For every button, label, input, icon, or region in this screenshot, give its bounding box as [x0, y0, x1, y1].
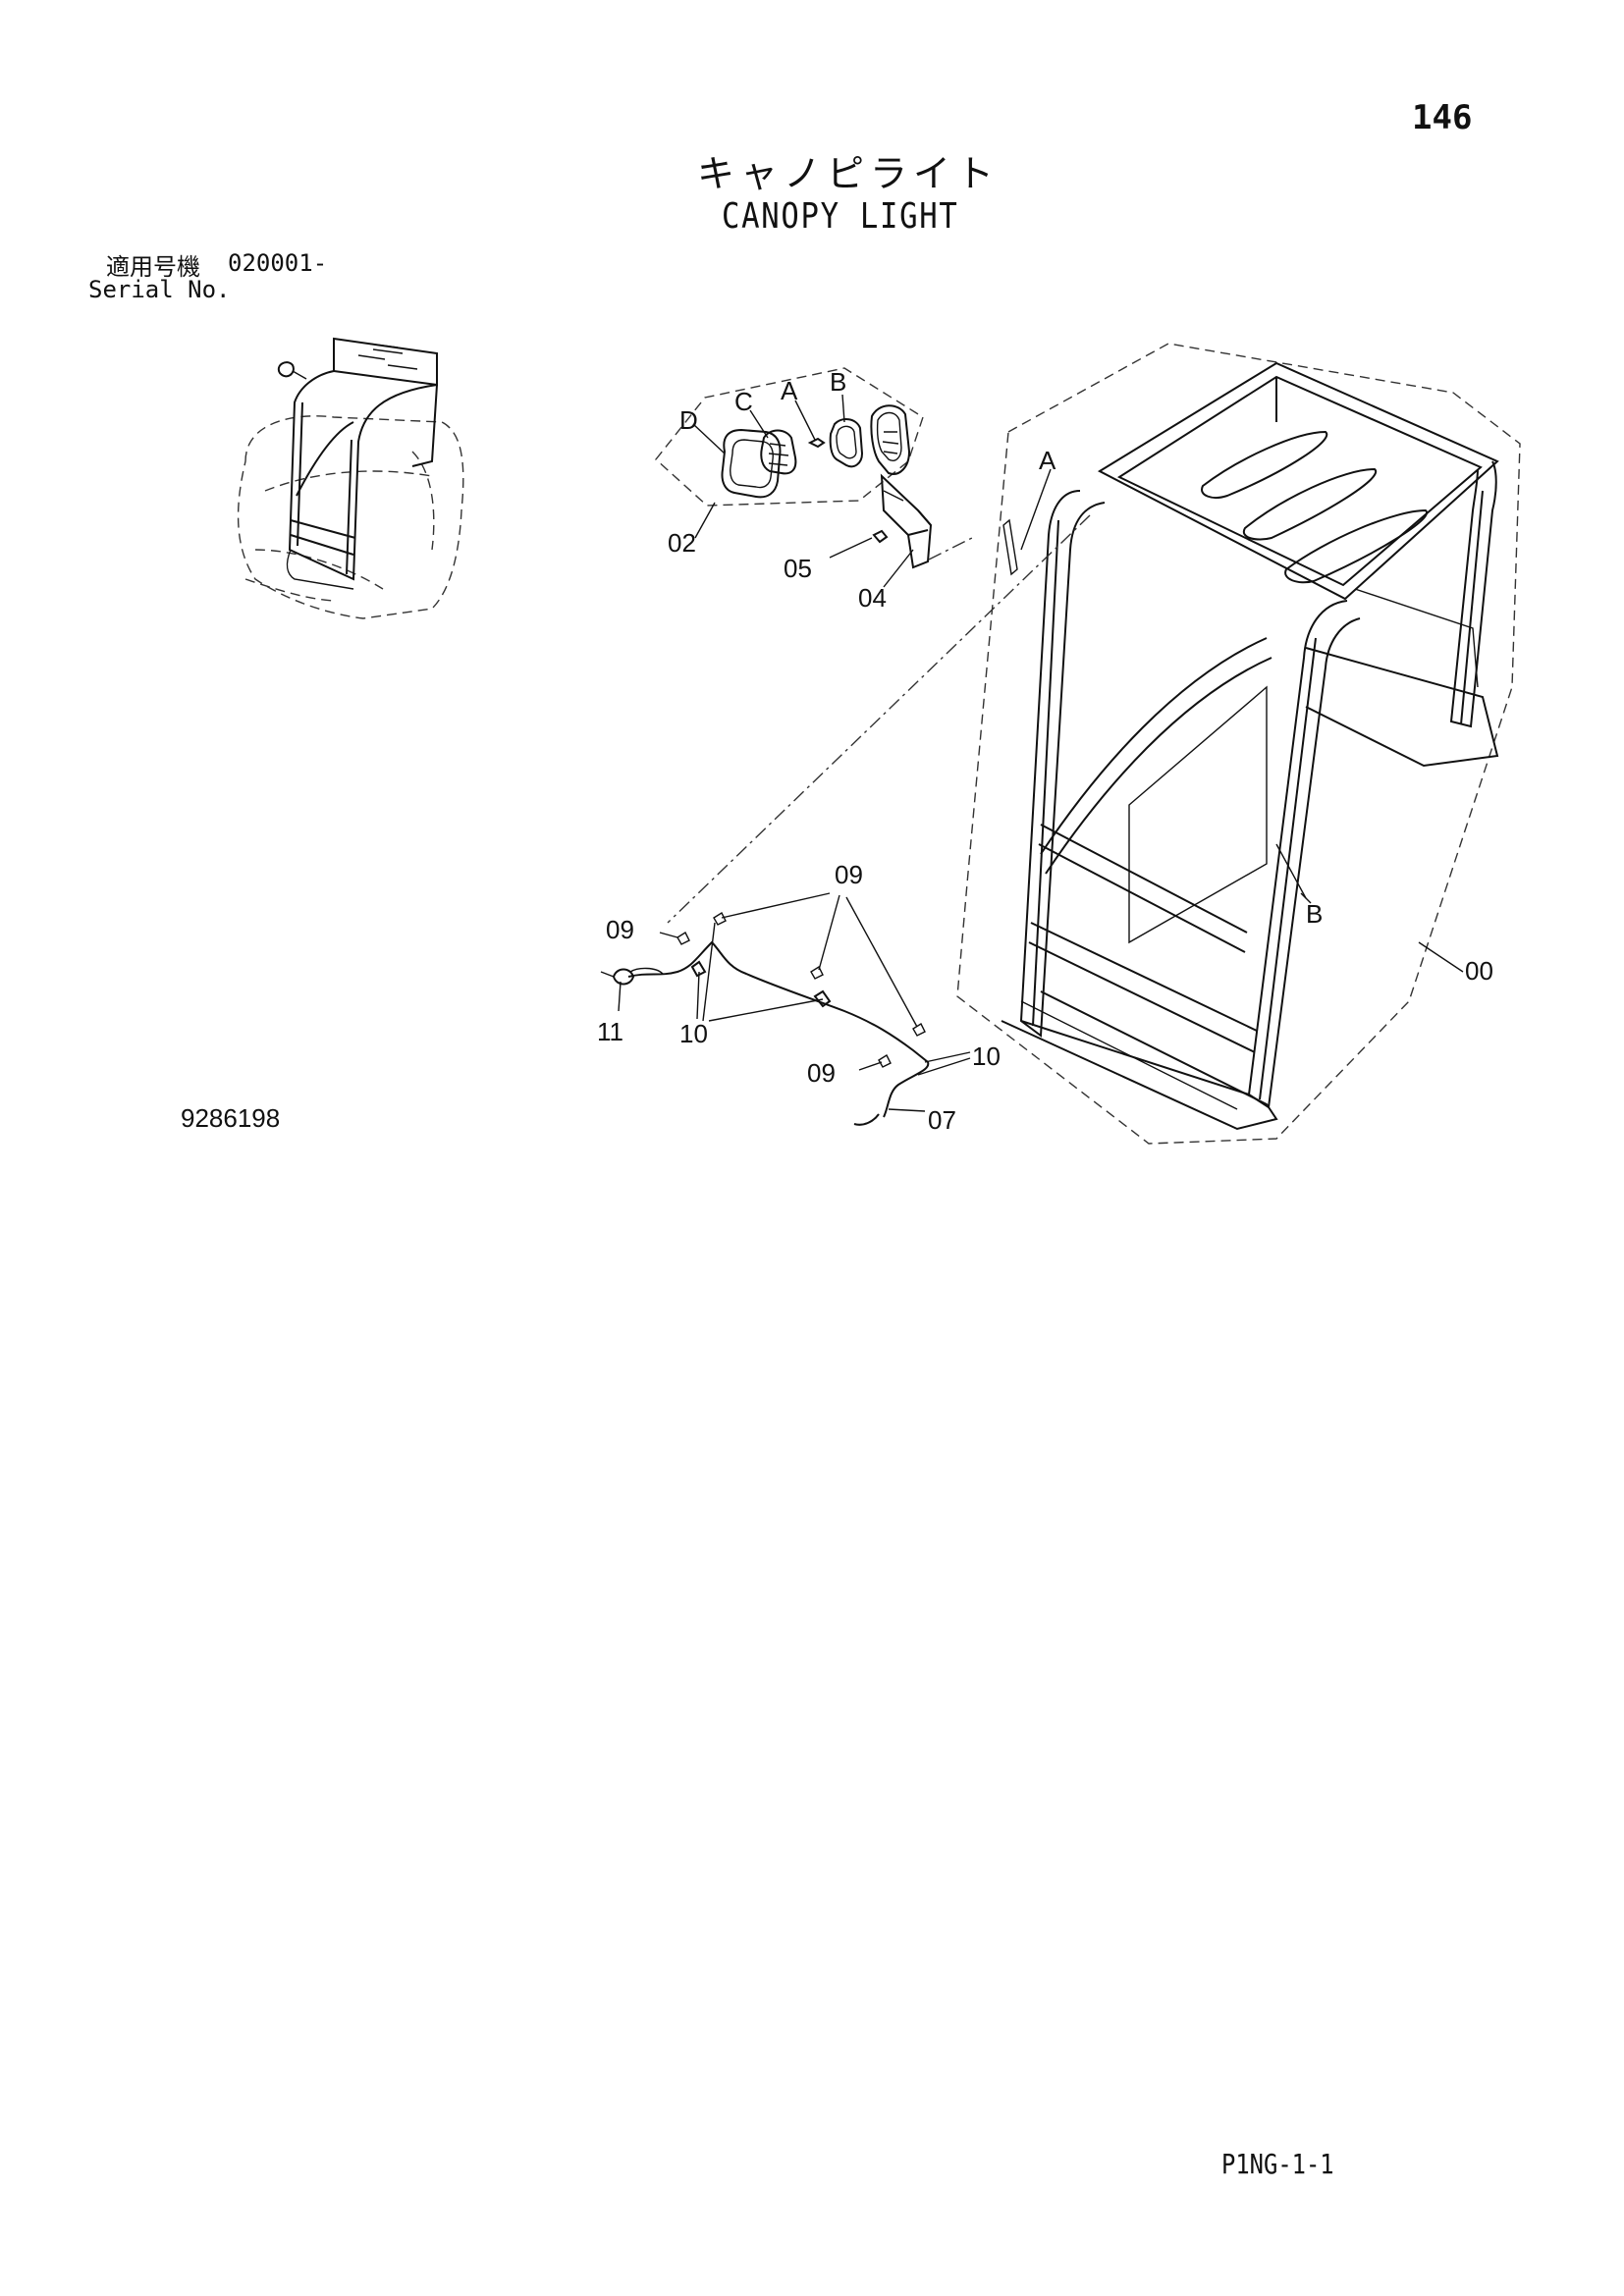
callout-C: C — [734, 387, 753, 416]
callout-A-frame: A — [1039, 446, 1056, 475]
callout-02: 02 — [668, 528, 696, 558]
callout-A-lamp: A — [781, 376, 798, 405]
callout-10-right: 10 — [972, 1041, 1001, 1071]
callout-B-lamp: B — [830, 367, 846, 397]
callout-09-left: 09 — [606, 915, 634, 944]
canopy-frame-icon — [667, 343, 1521, 1145]
footer-code: P1NG-1-1 — [1221, 2148, 1334, 2180]
callout-D: D — [679, 405, 698, 435]
callout-B-frame: B — [1306, 899, 1323, 929]
callout-10-left: 10 — [679, 1019, 708, 1048]
wire-harness-icon — [600, 892, 971, 1126]
callout-11: 11 — [597, 1017, 623, 1046]
canopy-overview-icon — [237, 337, 464, 619]
title-japanese: キャノピライト — [697, 152, 1001, 195]
drawing-number: 9286198 — [181, 1103, 281, 1133]
serial-label-english: Serial No. — [88, 276, 231, 303]
serial-label-japanese: 適用号機 — [106, 253, 200, 281]
callout-07: 07 — [928, 1105, 956, 1135]
callout-04: 04 — [858, 583, 887, 613]
callout-05: 05 — [784, 554, 812, 583]
page-number: 146 — [1412, 98, 1473, 137]
serial-value: 020001- — [228, 249, 328, 277]
work-light-icon — [655, 367, 933, 588]
callout-00: 00 — [1465, 956, 1493, 986]
callout-09-top: 09 — [835, 860, 863, 889]
title-english: CANOPY LIGHT — [722, 196, 959, 237]
callout-09-bottom: 09 — [807, 1058, 836, 1088]
